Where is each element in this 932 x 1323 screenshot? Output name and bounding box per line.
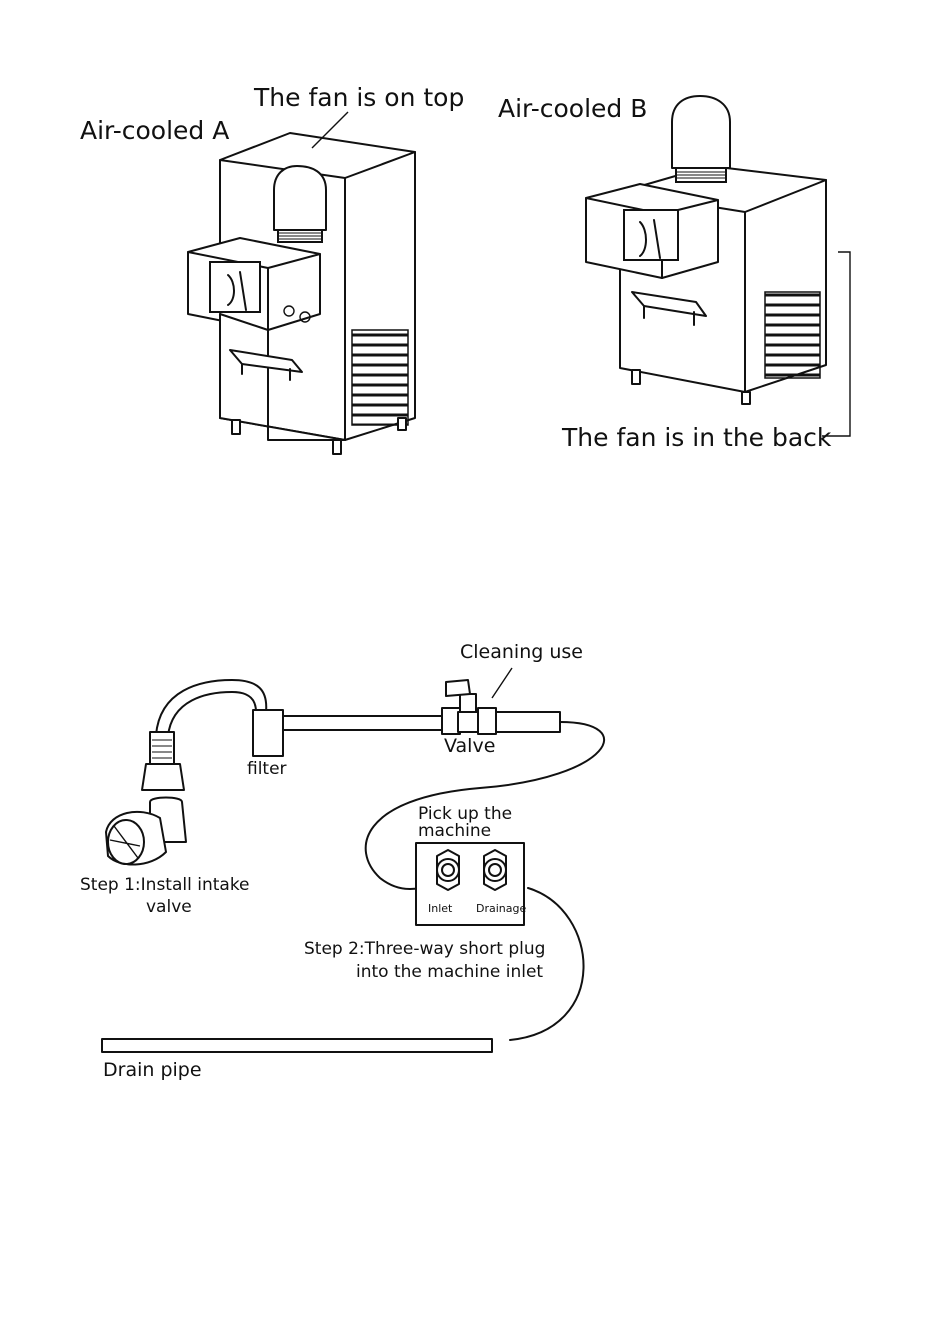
machine-a-fan-note: The fan is on top: [253, 83, 464, 112]
three-way-valve: [442, 680, 496, 734]
inlet-label: Inlet: [428, 902, 453, 915]
machine-a-title: Air-cooled A: [80, 116, 229, 145]
machine-a-illustration: [188, 112, 415, 454]
drainage-label: Drainage: [476, 902, 526, 915]
rear-grille-a: [352, 330, 408, 425]
step2-label-line2: into the machine inlet: [356, 962, 543, 982]
step1-label-line1: Step 1:Install intake: [80, 875, 250, 895]
machine-b-title: Air-cooled B: [498, 94, 647, 123]
step2-label-line1: Step 2:Three-way short plug: [304, 939, 545, 959]
rear-grille-b: [765, 292, 820, 378]
cleaning-use-label: Cleaning use: [460, 641, 583, 663]
pick-up-label-line2: machine: [418, 821, 491, 841]
step1-label-line2: valve: [146, 897, 192, 917]
machine-b-fan-note: The fan is in the back: [561, 423, 832, 452]
water-bottle-a: [274, 166, 326, 230]
drain-pipe: [102, 1039, 492, 1052]
filter-cartridge: [253, 710, 283, 756]
filter-label: filter: [247, 759, 287, 779]
machine-b-illustration: [586, 96, 850, 436]
intake-valve: [106, 732, 186, 865]
cleaning-use-pointer: [492, 668, 512, 698]
water-bottle-b: [672, 96, 730, 168]
plumbing-diagram: [102, 668, 604, 1052]
drain-pipe-label: Drain pipe: [103, 1059, 202, 1081]
intake-hose: [156, 680, 266, 735]
valve-label: Valve: [444, 735, 495, 757]
